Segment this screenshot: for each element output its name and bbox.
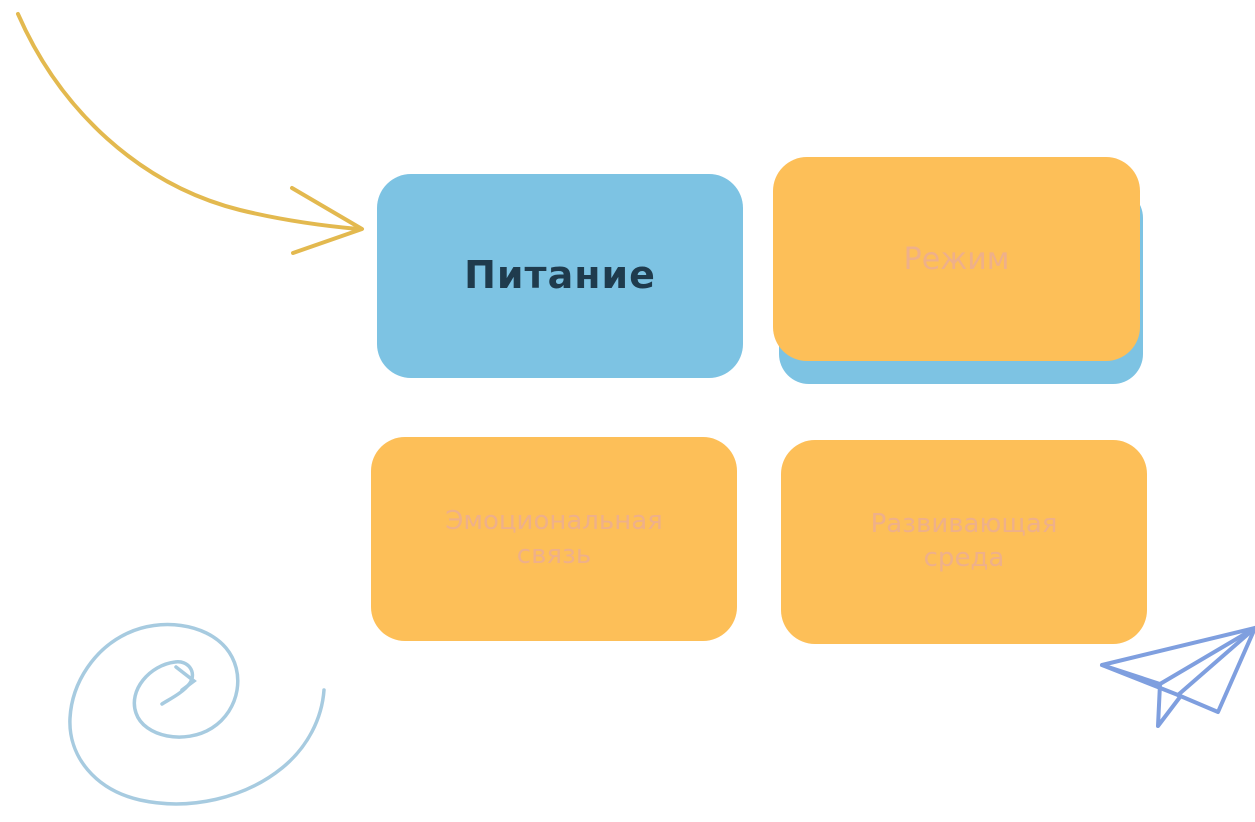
tile-developing-environment[interactable]: Развивающая среда xyxy=(781,440,1147,644)
tile-nutrition-label: Питание xyxy=(464,253,656,298)
tile-nutrition[interactable]: Питание xyxy=(377,174,743,378)
tile-emotional-bond-label: Эмоциональная связь xyxy=(445,506,663,570)
tile-developing-environment-label: Развивающая среда xyxy=(870,509,1058,573)
spiral-icon xyxy=(68,622,326,806)
curved-arrow-icon xyxy=(16,12,364,255)
tile-regime[interactable]: Режим xyxy=(773,157,1140,361)
tile-regime-label: Режим xyxy=(903,241,1010,277)
paper-plane-icon xyxy=(1100,626,1255,728)
tile-emotional-bond[interactable]: Эмоциональная связь xyxy=(371,437,737,641)
